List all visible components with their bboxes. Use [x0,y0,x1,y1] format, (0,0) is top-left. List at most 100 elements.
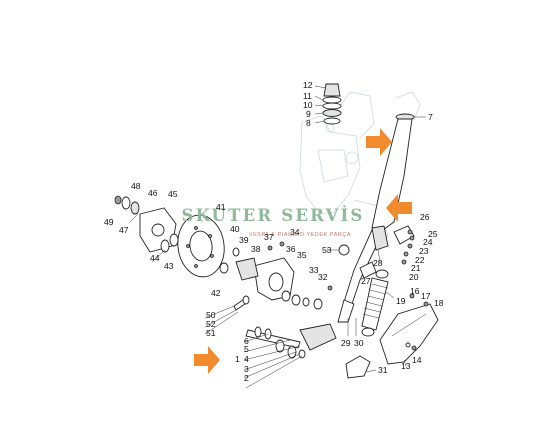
label-17: 17 [421,291,431,301]
part-48-seal [121,196,131,210]
label-11: 11 [303,91,312,101]
watermark-title: SKUTER SERVİS [181,205,364,225]
front-axle [245,323,337,359]
label-13: 13 [401,361,411,371]
part-31-bracket [345,355,371,379]
shock-absorber [361,269,389,337]
brake-line-parts [338,244,377,279]
label-30: 30 [354,338,364,348]
part-39-pin [232,247,240,257]
label-52: 52 [206,319,216,329]
part-27-link [359,261,377,279]
label-51: 51 [206,328,216,338]
label-23: 23 [419,246,429,256]
mudguard [379,303,439,365]
label-42: 42 [211,288,221,298]
label-38: 38 [251,244,261,254]
label-48: 48 [131,181,141,191]
part-28-bracket [371,225,389,251]
label-18: 18 [434,298,444,308]
label-47: 47 [119,225,129,235]
misc-fasteners [347,229,429,351]
label-44: 44 [150,253,160,263]
part-8-bearing [323,117,341,125]
part-49-spacer [114,195,122,205]
label-21: 21 [411,263,421,273]
part-number-labels: 12 11 10 9 8 7 48 46 45 49 47 44 43 41 4… [104,80,444,383]
part-9-race [322,109,342,117]
wheel-hub [114,195,179,253]
fork-lower [337,299,355,323]
label-24: 24 [423,237,433,247]
caliper-hardware [267,241,333,310]
label-49: 49 [104,217,114,227]
caliper-mount [235,257,259,281]
label-3: 3 [244,364,249,374]
axle-rod [245,329,301,349]
label-36: 36 [286,244,296,254]
label-45: 45 [168,189,178,199]
watermark-subtitle: VESPA & PIAGGIO YEDEK PARÇA [249,232,351,238]
part-46-bearing [130,201,140,215]
label-35: 35 [297,250,307,260]
label-4: 4 [244,354,249,364]
pointer-arrows [194,128,412,374]
part-1-sleeve [299,323,337,351]
label-9: 9 [306,109,311,119]
label-27: 27 [361,276,371,286]
disc-inner [189,230,213,262]
steering-bearing-stack [322,83,342,125]
part-26-plate [393,225,415,245]
label-8: 8 [306,118,311,128]
label-22: 22 [415,255,425,265]
bracket-31 [345,355,371,379]
label-14: 14 [412,355,422,365]
label-28: 28 [373,258,383,268]
brake-caliper [219,247,295,301]
part-44-seal [160,239,170,253]
part-12-cap [323,83,341,97]
label-2: 2 [244,373,249,383]
label-53: 53 [322,245,332,255]
part-10-washer [322,102,342,110]
label-6: 6 [244,336,249,346]
label-40: 40 [230,224,240,234]
part-53-washer [338,244,350,256]
label-10: 10 [303,100,313,110]
arrow-steering-head [366,128,392,156]
steering-column [371,118,413,233]
label-32: 32 [318,272,328,282]
label-37: 37 [264,232,274,242]
part-38-pin [219,262,229,274]
label-25: 25 [428,229,438,239]
label-31: 31 [378,365,388,375]
part-11-nut [322,96,342,104]
label-39: 39 [239,235,249,245]
bolt-50-52 [233,295,250,311]
leader-lines [129,85,426,389]
label-16: 16 [410,286,420,296]
label-41: 41 [216,202,226,212]
part-43-ring [169,233,179,247]
label-5: 5 [244,344,249,354]
label-34: 34 [290,227,300,237]
label-26: 26 [420,212,430,222]
label-19: 19 [396,296,406,306]
label-29: 29 [341,338,351,348]
arrow-fork [386,194,412,222]
shock-bottom-eye [361,327,375,337]
label-33: 33 [309,265,319,275]
label-1: 1 [235,354,240,364]
label-12: 12 [303,80,313,90]
brake-disc [177,214,225,278]
part-13-mudguard [379,303,439,365]
label-20: 20 [409,272,419,282]
shock-top-eye [375,269,389,279]
label-43: 43 [164,261,174,271]
label-7: 7 [428,112,433,122]
label-46: 46 [148,188,158,198]
arrow-axle [194,346,220,374]
label-50: 50 [206,310,216,320]
